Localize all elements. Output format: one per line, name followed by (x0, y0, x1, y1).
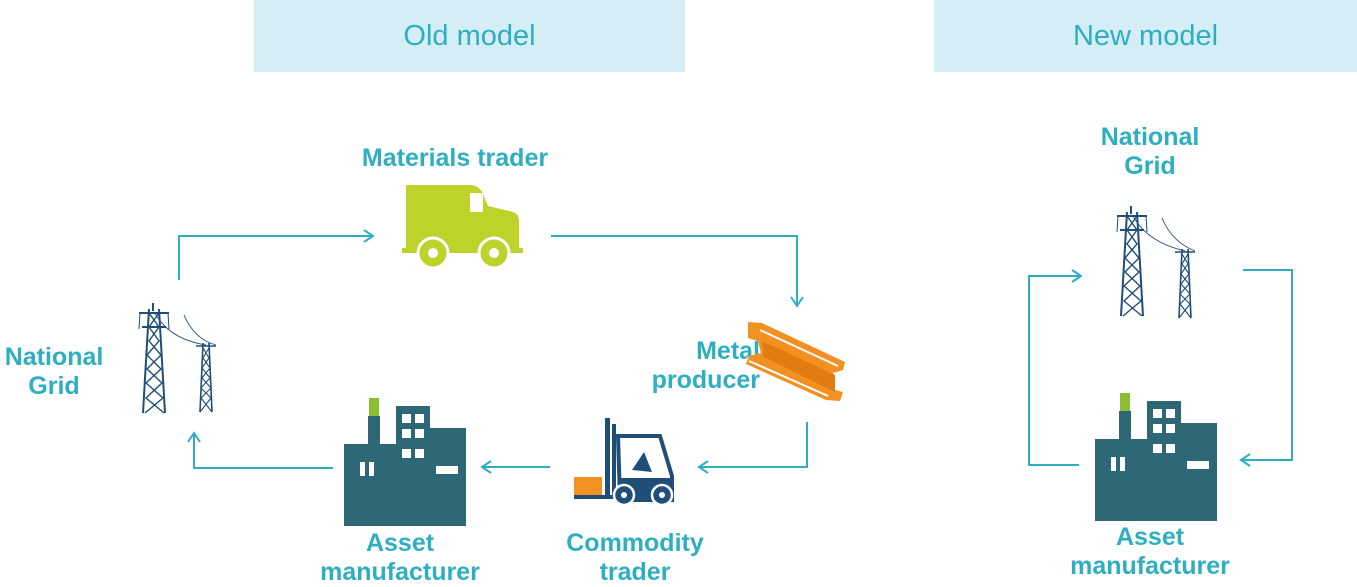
new-model-arrows (1028, 269, 1293, 467)
arrow-grid-to-van (178, 235, 372, 280)
steel-beam-icon (746, 322, 845, 401)
new-pylon-icon (1116, 205, 1196, 319)
old-asset-manufacturer-label: Asset manufacturer (320, 529, 480, 586)
van-icon (402, 185, 523, 270)
arrow-beam-to-forklift (700, 422, 808, 468)
new-asset-manufacturer-label: Asset manufacturer (1070, 523, 1230, 580)
metal-producer-label: Metal producer (651, 337, 760, 394)
old-model-title: Old model (403, 19, 536, 52)
new-model-header: New model (934, 0, 1357, 72)
old-national-grid-label: National Grid (4, 343, 104, 400)
old-pylon-icon (138, 302, 217, 414)
forklift-icon (574, 418, 674, 507)
materials-trader-label: Materials trader (361, 144, 549, 172)
old-model-arrows (178, 229, 808, 474)
arrow-grid-to-factory (1242, 269, 1293, 461)
new-national-grid-label: National Grid (1100, 123, 1200, 180)
new-model-title: New model (1072, 19, 1219, 52)
arrow-van-to-beam (551, 235, 798, 305)
arrow-factory-to-grid (193, 434, 333, 469)
new-factory-icon (1095, 393, 1217, 521)
commodity-trader-label: Commodity trader (566, 529, 704, 586)
old-model-header: Old model (254, 0, 685, 72)
old-factory-icon (344, 398, 466, 526)
arrow-factory-to-grid (1028, 275, 1080, 466)
